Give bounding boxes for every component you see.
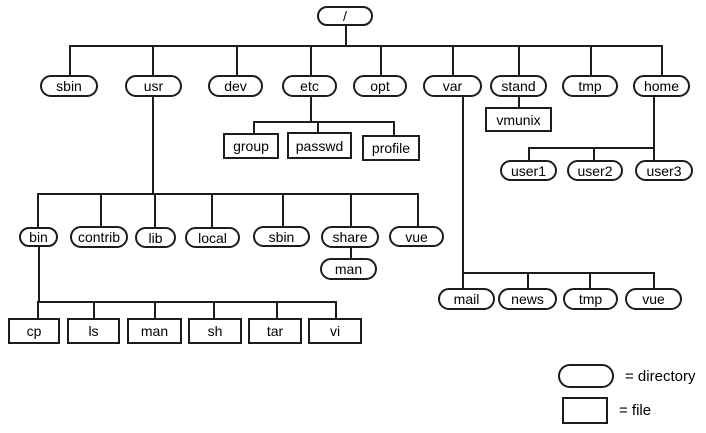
file-shape-icon (562, 397, 608, 424)
directory-node-root: / (317, 6, 373, 26)
tree-connector-line (661, 45, 663, 77)
tree-connector-line (253, 121, 255, 135)
tree-connector-line (276, 301, 278, 320)
directory-node-usr-sbin: sbin (253, 226, 310, 247)
tree-connector-line (393, 121, 395, 137)
directory-node-news: news (498, 288, 557, 310)
tree-connector-line (653, 272, 655, 290)
tree-connector-line (452, 45, 454, 77)
tree-connector-line (37, 301, 39, 320)
tree-connector-line (518, 45, 520, 77)
directory-node-stand: stand (490, 75, 547, 97)
legend-directory-row: = directory (556, 364, 695, 388)
tree-connector-line (93, 301, 95, 320)
tree-connector-line (317, 121, 319, 134)
file-node-group: group (223, 133, 279, 159)
directory-node-user2: user2 (567, 160, 623, 181)
tree-connector-line (37, 193, 419, 195)
directory-node-etc: etc (282, 75, 337, 97)
legend: = directory = file (556, 364, 695, 433)
file-node-passwd: passwd (287, 132, 352, 159)
directory-shape-icon (558, 364, 614, 388)
file-node-bin-man: man (127, 318, 182, 344)
directory-node-home: home (633, 75, 690, 97)
tree-connector-line (462, 272, 655, 274)
tree-connector-line (350, 248, 352, 260)
file-node-profile: profile (362, 135, 420, 161)
tree-connector-line (590, 45, 592, 77)
tree-connector-line (653, 97, 655, 149)
tree-connector-line (213, 301, 215, 320)
file-node-ls: ls (67, 318, 120, 344)
tree-connector-line (417, 193, 419, 228)
tree-connector-line (528, 147, 655, 149)
tree-connector-line (152, 45, 154, 77)
tree-connector-line (236, 45, 238, 77)
legend-file-row: = file (556, 397, 695, 424)
tree-connector-line (69, 45, 663, 47)
tree-connector-line (37, 301, 337, 303)
tree-connector-line (462, 97, 464, 274)
tree-connector-line (282, 193, 284, 228)
directory-node-share: share (321, 226, 379, 248)
tree-connector-line (253, 121, 395, 123)
directory-node-opt: opt (353, 75, 407, 97)
tree-connector-line (462, 272, 464, 290)
directory-node-usr: usr (125, 75, 182, 97)
tree-connector-line (310, 97, 312, 123)
tree-connector-line (37, 193, 39, 229)
tree-connector-line (528, 147, 530, 162)
directory-node-user1: user1 (500, 160, 557, 181)
legend-file-label: = file (619, 402, 652, 419)
directory-node-sbin: sbin (40, 75, 98, 97)
tree-connector-line (589, 272, 591, 290)
file-node-vmunix: vmunix (485, 107, 552, 132)
directory-node-local: local (185, 227, 240, 248)
tree-connector-line (69, 45, 71, 77)
directory-node-usr-vue: vue (389, 226, 444, 247)
directory-node-mail: mail (438, 288, 495, 310)
tree-connector-line (380, 45, 382, 77)
directory-node-var-vue: vue (625, 288, 682, 310)
directory-node-dev: dev (208, 75, 263, 97)
tree-connector-line (310, 45, 312, 77)
tree-connector-line (593, 147, 595, 162)
tree-connector-line (152, 97, 154, 195)
directory-node-var-tmp: tmp (563, 288, 618, 310)
file-node-sh: sh (188, 318, 242, 344)
tree-connector-line (350, 193, 352, 228)
file-node-tar: tar (248, 318, 302, 344)
directory-node-share-man: man (320, 258, 377, 280)
legend-directory-label: = directory (625, 367, 696, 385)
directory-node-tmp: tmp (562, 75, 618, 97)
tree-connector-line (154, 193, 156, 229)
directory-node-bin: bin (19, 227, 58, 247)
tree-connector-line (154, 301, 156, 320)
tree-connector-line (211, 193, 213, 229)
tree-connector-line (653, 147, 655, 162)
tree-connector-line (345, 25, 347, 47)
directory-node-user3: user3 (635, 160, 693, 181)
file-node-vi: vi (308, 318, 362, 344)
tree-connector-line (527, 272, 529, 290)
directory-node-lib: lib (135, 227, 176, 248)
tree-connector-line (335, 301, 337, 320)
directory-node-contrib: contrib (70, 226, 128, 248)
tree-connector-line (38, 247, 40, 303)
tree-connector-line (100, 193, 102, 228)
tree-connector-line (518, 97, 520, 109)
directory-node-var: var (423, 75, 482, 97)
file-node-cp: cp (8, 318, 60, 344)
